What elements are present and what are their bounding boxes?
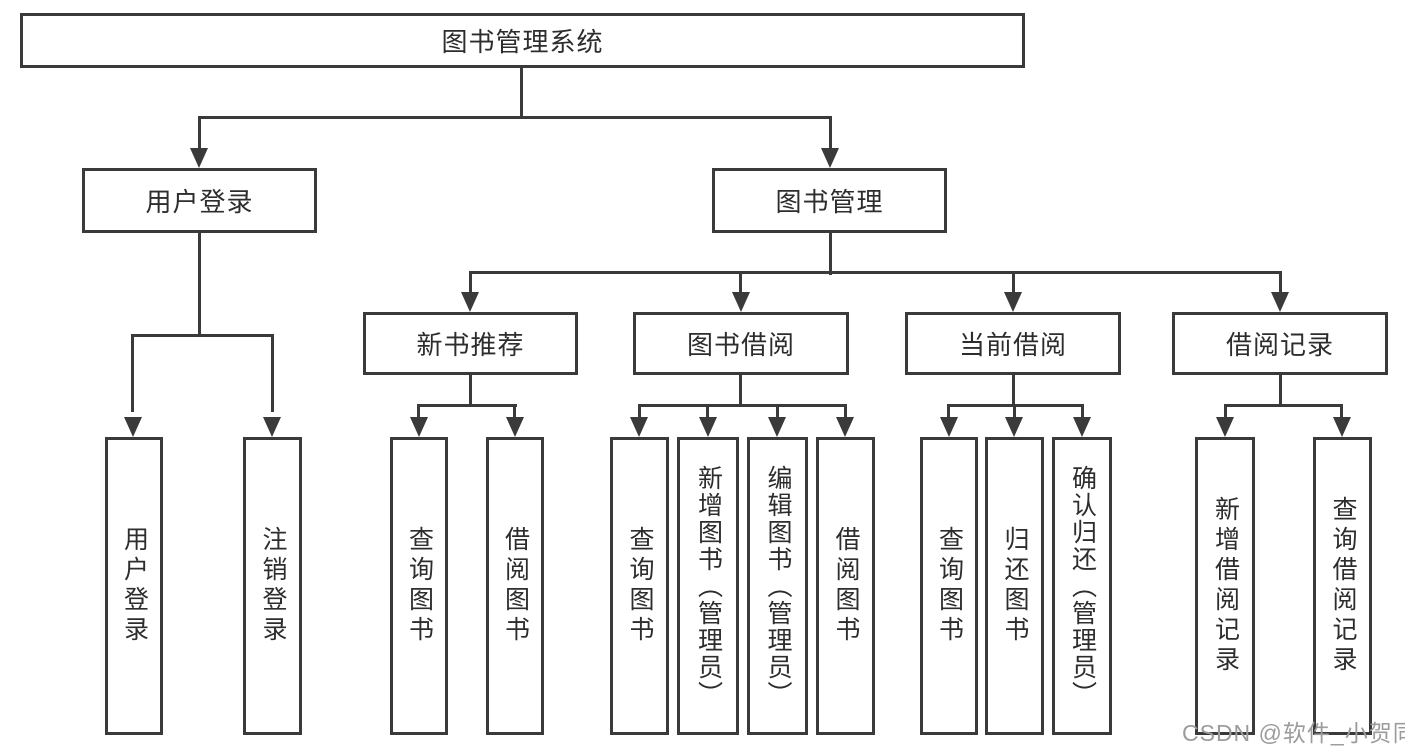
arrow-down-icon xyxy=(836,417,854,437)
leaf-borrow-book-1: 借阅图书 xyxy=(486,437,544,735)
edge-stem xyxy=(1081,404,1084,422)
leaf-query-borrow-record-label: 查询借阅记录 xyxy=(1329,496,1357,676)
leaf-borrow-book-2-label: 借阅图书 xyxy=(832,526,860,646)
edge-to-book-borrow-stem xyxy=(739,271,742,298)
edge-root-to-user-login-stem xyxy=(198,116,201,154)
arrow-down-icon xyxy=(1271,292,1289,312)
leaf-query-book-2: 查询图书 xyxy=(610,437,669,735)
leaf-borrow-book-1-label: 借阅图书 xyxy=(501,526,530,646)
leaf-query-book-3-label: 查询图书 xyxy=(935,526,964,646)
leaf-add-book: 新增图书（管理员） xyxy=(677,437,739,735)
leaf-query-book-2-label: 查询图书 xyxy=(626,526,654,646)
arrow-down-icon xyxy=(1004,292,1022,312)
node-book-mgmt: 图书管理 xyxy=(712,168,947,233)
leaf-return-book-label: 归还图书 xyxy=(1001,526,1029,646)
leaf-confirm-return-label: 确认归还（管理员） xyxy=(1068,464,1097,708)
edge-stem xyxy=(776,404,779,422)
arrow-down-icon xyxy=(410,417,428,437)
node-user-login-label: 用户登录 xyxy=(145,187,254,217)
node-user-login: 用户登录 xyxy=(82,168,317,233)
node-new-book-rec: 新书推荐 xyxy=(363,312,578,375)
leaf-add-book-label: 新增图书（管理员） xyxy=(694,464,723,708)
edge-user-login-bus xyxy=(131,334,274,337)
edge-root-stub xyxy=(520,68,523,118)
arrow-down-icon xyxy=(1333,417,1351,437)
node-book-borrow-label: 图书借阅 xyxy=(686,330,795,360)
leaf-return-book: 归还图书 xyxy=(985,437,1044,735)
arrow-down-icon xyxy=(461,292,479,312)
leaf-logout-label: 注销登录 xyxy=(259,526,287,646)
arrow-down-icon xyxy=(630,417,648,437)
edge-book-mgmt-bus xyxy=(469,271,1282,274)
edge-stem xyxy=(706,404,709,422)
node-book-mgmt-label: 图书管理 xyxy=(775,187,884,217)
node-borrow-records-label: 借阅记录 xyxy=(1225,330,1334,360)
node-root-label: 图书管理系统 xyxy=(441,27,604,57)
arrow-down-icon xyxy=(263,417,281,437)
arrow-down-icon xyxy=(506,417,524,437)
node-new-book-rec-label: 新书推荐 xyxy=(416,330,525,360)
leaf-query-book-1-label: 查询图书 xyxy=(405,526,434,646)
leaf-query-book-3: 查询图书 xyxy=(920,437,978,735)
edge-to-leaf-user-login-stem xyxy=(131,334,134,412)
leaf-add-borrow-record-label: 新增借阅记录 xyxy=(1211,496,1240,676)
edge-to-current-borrow-stem xyxy=(1012,271,1015,298)
arrow-down-icon xyxy=(1005,417,1023,437)
edge-book-mgmt-stub xyxy=(829,233,832,275)
leaf-query-borrow-record: 查询借阅记录 xyxy=(1313,437,1372,735)
arrow-down-icon xyxy=(1073,417,1091,437)
edge-stem xyxy=(1013,404,1016,422)
arrow-down-icon xyxy=(732,292,750,312)
edge-stem xyxy=(638,404,641,422)
edge-new-book-rec-stub xyxy=(469,375,472,406)
edge-to-borrow-records-stem xyxy=(1279,271,1282,298)
edge-to-leaf-logout-stem xyxy=(271,334,274,412)
edge-to-new-book-rec-stem xyxy=(469,271,472,298)
node-book-borrow: 图书借阅 xyxy=(633,312,849,375)
node-current-borrow-label: 当前借阅 xyxy=(958,330,1067,360)
node-current-borrow: 当前借阅 xyxy=(905,312,1121,375)
node-borrow-records: 借阅记录 xyxy=(1172,312,1388,375)
edge-stem xyxy=(1340,404,1343,422)
leaf-user-login: 用户登录 xyxy=(105,437,163,735)
leaf-add-borrow-record: 新增借阅记录 xyxy=(1195,437,1255,735)
edge-stem xyxy=(844,404,847,422)
edge-stem xyxy=(417,404,420,422)
arrow-down-icon xyxy=(124,417,142,437)
arrow-down-icon xyxy=(821,148,839,168)
edge-stem xyxy=(513,404,516,422)
leaf-user-login-label: 用户登录 xyxy=(120,526,149,646)
arrow-down-icon xyxy=(1216,417,1234,437)
arrow-down-icon xyxy=(699,417,717,437)
edge-stem xyxy=(1224,404,1227,422)
edge-stem xyxy=(947,404,950,422)
leaf-edit-book-label: 编辑图书（管理员） xyxy=(764,464,792,708)
leaf-query-book-1: 查询图书 xyxy=(390,437,448,735)
arrow-down-icon xyxy=(190,148,208,168)
edge-user-login-stub xyxy=(198,233,201,337)
leaf-borrow-book-2: 借阅图书 xyxy=(816,437,875,735)
edge-root-to-book-mgmt-stem xyxy=(829,116,832,154)
leaf-logout: 注销登录 xyxy=(243,437,302,735)
edge-borrow-records-bus xyxy=(1224,404,1343,407)
arrow-down-icon xyxy=(940,417,958,437)
node-root-system: 图书管理系统 xyxy=(20,13,1025,68)
arrow-down-icon xyxy=(768,417,786,437)
edge-borrow-records-stub xyxy=(1279,375,1282,406)
edge-new-book-rec-bus xyxy=(417,404,517,407)
edge-root-bus xyxy=(198,116,832,119)
leaf-edit-book: 编辑图书（管理员） xyxy=(747,437,808,735)
edge-book-borrow-bus xyxy=(638,404,847,407)
csdn-watermark: CSDN @软件_小贺同学 xyxy=(1182,720,1405,746)
edge-current-borrow-stub xyxy=(1012,375,1015,406)
leaf-confirm-return: 确认归还（管理员） xyxy=(1052,437,1112,735)
edge-book-borrow-stub xyxy=(739,375,742,406)
